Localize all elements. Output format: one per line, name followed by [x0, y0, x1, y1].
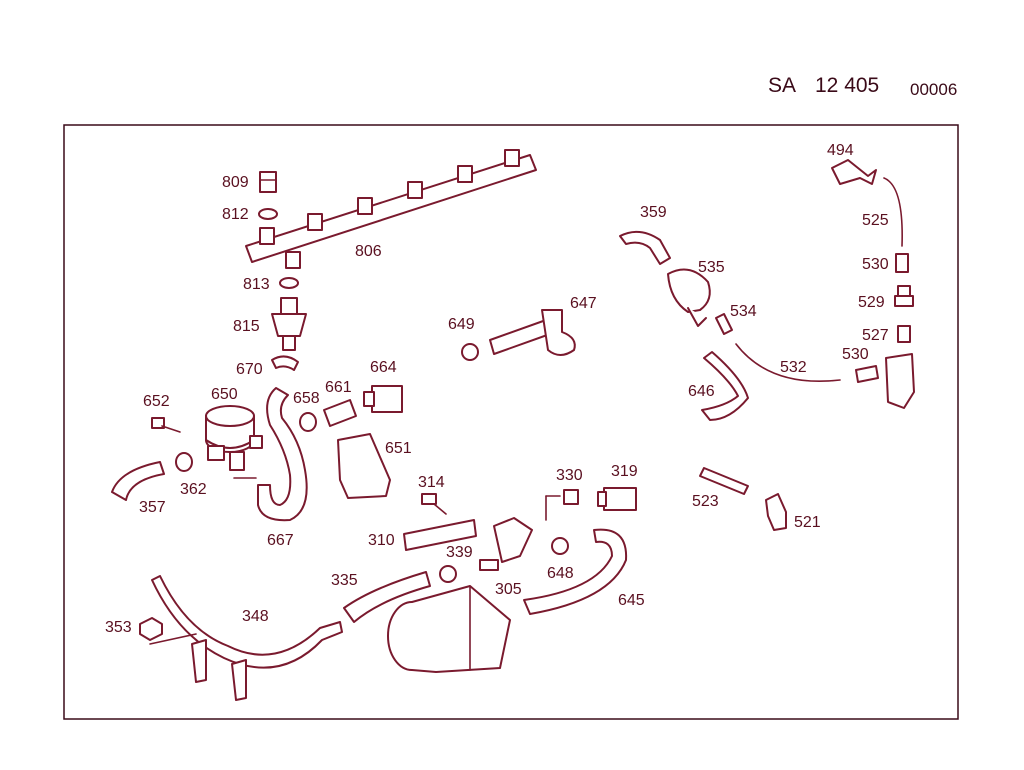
label-658: 658: [293, 390, 320, 407]
label-815: 815: [233, 318, 260, 335]
label-353: 353: [105, 619, 132, 636]
label-359: 359: [640, 204, 667, 221]
part-529-valve: [894, 285, 914, 307]
part-353-nut: [139, 617, 197, 645]
label-809: 809: [222, 174, 249, 191]
label-529: 529: [858, 294, 885, 311]
label-645: 645: [618, 592, 645, 609]
label-532: 532: [780, 359, 807, 376]
label-652: 652: [143, 393, 170, 410]
label-310: 310: [368, 532, 395, 549]
label-649: 649: [448, 316, 475, 333]
part-359-elbow: [619, 230, 671, 265]
diagram-frame: [63, 124, 959, 720]
part-525-line: [883, 177, 903, 247]
part-661-sleeve: [323, 399, 357, 427]
part-305-valve: [479, 517, 533, 571]
part-530b-sleeve: [855, 365, 879, 383]
part-535-valve: [667, 268, 711, 327]
part-813-washer: [279, 277, 299, 289]
label-813: 813: [243, 276, 270, 293]
part-362-clamp: [175, 452, 193, 472]
part-658-clamp: [299, 412, 317, 432]
part-646-hose: [701, 351, 749, 421]
label-525: 525: [862, 212, 889, 229]
label-651: 651: [385, 440, 412, 457]
part-pump-assembly: [387, 585, 511, 673]
part-651-bracket: [337, 433, 391, 499]
part-348-pipe: [151, 575, 343, 701]
part-532-line: [735, 343, 841, 382]
label-362: 362: [180, 481, 207, 498]
label-650: 650: [211, 386, 238, 403]
part-648-clamp: [551, 537, 569, 555]
part-310-bracket: [403, 519, 477, 551]
part-527-valve-body: [885, 353, 915, 409]
label-348: 348: [242, 608, 269, 625]
label-357: 357: [139, 499, 166, 516]
label-523: 523: [692, 493, 719, 510]
part-809-fitting: [259, 171, 277, 193]
part-339-clamp: [439, 565, 457, 583]
label-661: 661: [325, 379, 352, 396]
part-806-fuel-rail: [245, 149, 537, 269]
part-667-hose: [257, 387, 308, 522]
part-357-hose: [111, 461, 165, 501]
label-527: 527: [862, 327, 889, 344]
label-530a: 530: [862, 256, 889, 273]
part-812-washer: [258, 208, 278, 220]
part-523-hose: [699, 467, 749, 495]
label-339: 339: [446, 544, 473, 561]
label-647: 647: [570, 295, 597, 312]
part-645-hose: [523, 528, 628, 615]
part-650-pump: [205, 405, 263, 471]
label-530b: 530: [842, 346, 869, 363]
part-335-hose: [343, 571, 431, 623]
part-649-pipe: [489, 319, 551, 355]
diagram-code: 00006: [910, 80, 958, 99]
part-534-sleeve: [715, 313, 733, 335]
label-494: 494: [827, 142, 854, 159]
label-664: 664: [370, 359, 397, 376]
part-652-bolt: [151, 417, 181, 433]
part-815-regulator: [271, 297, 307, 351]
part-labels: 494 525 530 529 527 530 532 534 535 359 …: [105, 142, 889, 636]
part-330-sleeve: [563, 489, 579, 505]
label-314: 314: [418, 474, 445, 491]
label-670: 670: [236, 361, 263, 378]
label-648: 648: [547, 565, 574, 582]
label-534: 534: [730, 303, 757, 320]
label-806: 806: [355, 243, 382, 260]
part-521-clip: [765, 493, 787, 531]
part-319-cap: [597, 487, 637, 511]
label-305: 305: [495, 581, 522, 598]
label-319: 319: [611, 463, 638, 480]
label-521: 521: [794, 514, 821, 531]
part-530a-sleeve: [895, 253, 909, 273]
leader-lines: [233, 477, 561, 521]
label-812: 812: [222, 206, 249, 223]
part-527-sleeve: [897, 325, 911, 343]
part-647-elbow: [541, 309, 576, 356]
diagram-number: 12 405: [815, 74, 880, 97]
label-646: 646: [688, 383, 715, 400]
part-649-clamp: [461, 343, 479, 361]
label-667: 667: [267, 532, 294, 549]
part-664-cap: [363, 385, 403, 413]
diagram-prefix: SA: [768, 74, 797, 97]
label-535: 535: [698, 259, 725, 276]
part-314-bolt: [421, 493, 447, 515]
part-670-clamp: [271, 355, 299, 371]
label-330: 330: [556, 467, 583, 484]
part-494-tee: [831, 159, 877, 185]
label-335: 335: [331, 572, 358, 589]
